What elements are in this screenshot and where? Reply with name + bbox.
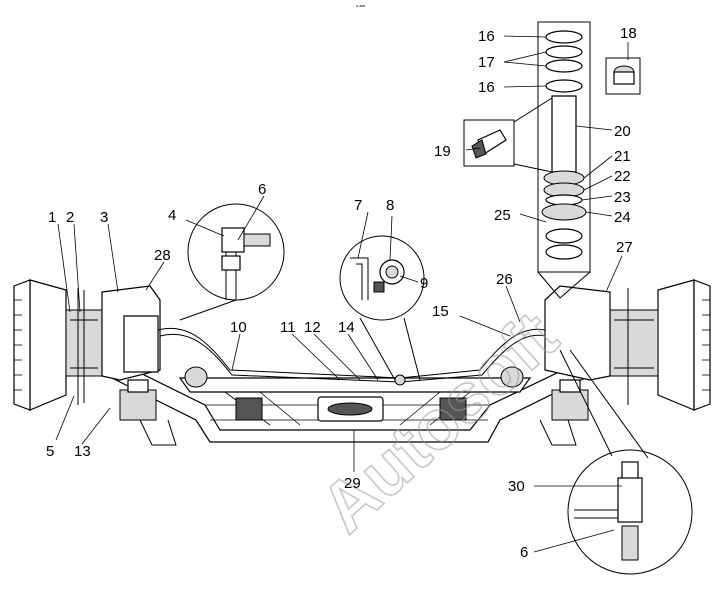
callout-25: 25 xyxy=(494,207,511,224)
callout-1: 1 xyxy=(48,209,56,226)
right-steering-knuckle xyxy=(544,279,711,411)
kingpin-exploded-stack xyxy=(537,21,591,299)
detail-brake-tee xyxy=(339,235,425,381)
header-mark: ᵃ == xyxy=(356,4,365,10)
callout-18: 18 xyxy=(620,25,637,42)
detail-hose-fitting-left xyxy=(179,203,285,321)
callout-12: 12 xyxy=(304,319,321,336)
callout-16-bottom: 16 xyxy=(478,79,495,96)
callout-15: 15 xyxy=(432,303,449,320)
callout-21: 21 xyxy=(614,148,631,165)
callout-7: 7 xyxy=(354,197,362,214)
detail-hose-fitting-right xyxy=(559,349,693,575)
callout-24: 24 xyxy=(614,209,631,226)
callout-27: 27 xyxy=(616,239,633,256)
callout-23: 23 xyxy=(614,189,631,206)
callout-28: 28 xyxy=(154,247,171,264)
callout-19: 19 xyxy=(434,143,451,160)
callout-10: 10 xyxy=(230,319,247,336)
bolt-inset xyxy=(463,97,553,173)
left-spring-seat xyxy=(119,379,263,446)
callout-20: 20 xyxy=(614,123,631,140)
callout-22: 22 xyxy=(614,168,631,185)
callout-9: 9 xyxy=(420,275,428,292)
callout-labels: 1 2 3 4 5 6 6 7 8 9 10 11 12 14 13 15 16… xyxy=(46,25,637,561)
callout-11: 11 xyxy=(280,319,296,336)
callout-29: 29 xyxy=(344,475,361,492)
callout-17: 17 xyxy=(478,54,495,71)
plug-inset xyxy=(605,57,641,95)
brake-lines xyxy=(157,328,546,386)
callout-4: 4 xyxy=(168,207,176,224)
callout-30: 30 xyxy=(508,478,525,495)
callout-13-14: 14 xyxy=(338,319,355,336)
callout-5: 5 xyxy=(46,443,54,460)
callout-6-top: 6 xyxy=(258,181,266,198)
callout-2: 2 xyxy=(66,209,74,226)
callout-6-bottom: 6 xyxy=(520,544,528,561)
callout-13: 13 xyxy=(74,443,91,460)
callout-3: 3 xyxy=(100,209,108,226)
axle-beam xyxy=(111,361,586,443)
callout-8: 8 xyxy=(386,197,394,214)
callout-26: 26 xyxy=(496,271,513,288)
callout-16-top: 16 xyxy=(478,28,495,45)
leader-lines xyxy=(55,35,629,553)
left-steering-knuckle xyxy=(13,279,161,411)
